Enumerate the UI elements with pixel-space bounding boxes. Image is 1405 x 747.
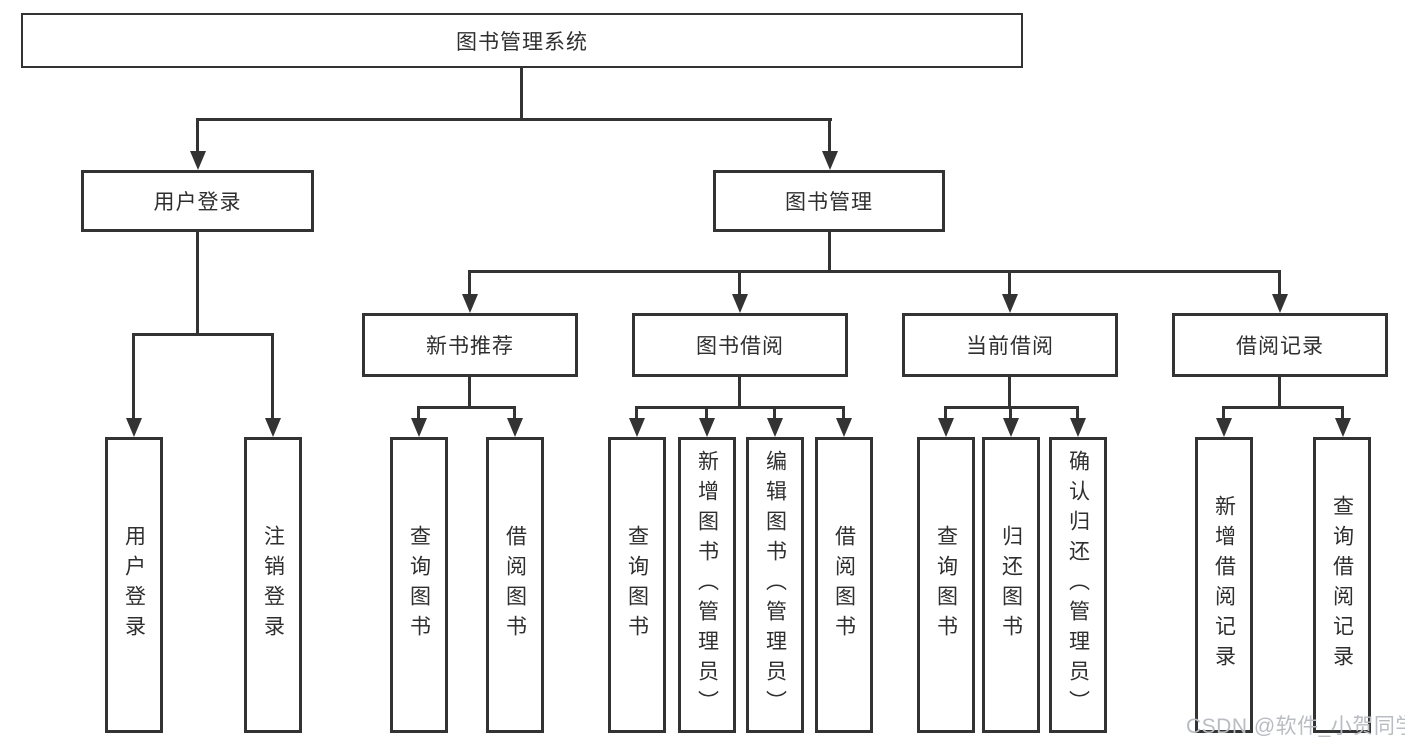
arrow-to-current-borrow [1001,272,1018,313]
edge-current-borrow-hline [944,406,1079,409]
leaf-query-borrow-record: 查询借阅记录 [1313,437,1371,733]
edge-borrow-records-hline [1222,406,1344,409]
leaf-add-borrow-record: 新增借阅记录 [1195,437,1253,733]
leaf-query-books-recommend-label: 查询图书 [407,525,431,645]
edge-user-login-hline [132,333,274,336]
node-root-label: 图书管理系统 [456,30,588,54]
arrow-to-borrow-records [1271,272,1288,313]
arrow-to-book-management [821,120,838,170]
leaf-add-books-admin: 新增图书（管理员） [678,437,736,733]
node-current-borrow: 当前借阅 [902,313,1118,377]
arrow-to-leaf-edit-books [766,408,783,437]
node-new-book-recommend: 新书推荐 [362,313,578,377]
arrow-to-new-book-recommend [461,272,478,313]
edge-new-book-recommend-hline [417,406,516,409]
edge-borrow-records-stem [1278,377,1281,408]
node-book-management: 图书管理 [713,170,945,232]
leaf-logout-label: 注销登录 [261,525,285,645]
arrow-to-leaf-query-borrow-record [1334,408,1351,437]
node-borrow-records-label: 借阅记录 [1236,335,1324,358]
edge-book-borrow-hline [635,406,845,409]
leaf-edit-books-admin-label: 编辑图书（管理员） [763,450,787,720]
leaf-query-borrow-record-label: 查询借阅记录 [1330,495,1354,675]
arrow-to-leaf-user-login [125,334,142,437]
edge-current-borrow-stem [1008,377,1011,408]
leaf-return-books-label: 归还图书 [999,525,1023,645]
leaf-user-login-label: 用户登录 [122,525,146,645]
leaf-query-books-recommend: 查询图书 [390,437,448,733]
arrow-to-leaf-logout [264,334,281,437]
node-book-borrow-label: 图书借阅 [696,335,784,358]
edge-new-book-recommend-stem [468,377,471,408]
leaf-confirm-return-admin-label: 确认归还（管理员） [1066,450,1090,720]
node-user-login-label: 用户登录 [153,191,242,214]
leaf-add-books-admin-label: 新增图书（管理员） [695,450,719,720]
leaf-return-books: 归还图书 [982,437,1040,733]
arrow-to-leaf-borrow-books-recommend [506,408,523,437]
watermark: CSDN @软件_小贺同学 [1186,715,1405,738]
arrow-to-leaf-query-books-recommend [410,408,427,437]
leaf-query-books-current: 查询图书 [917,437,975,733]
leaf-query-books-current-label: 查询图书 [934,525,958,645]
edge-book-borrow-stem [738,377,741,408]
node-book-management-label: 图书管理 [785,191,873,214]
node-borrow-records: 借阅记录 [1172,313,1388,377]
arrow-to-book-borrow [731,272,748,313]
leaf-borrow-books-borrow-label: 借阅图书 [832,525,856,645]
node-current-borrow-label: 当前借阅 [966,335,1054,358]
leaf-confirm-return-admin: 确认归还（管理员） [1049,437,1107,733]
node-book-borrow: 图书借阅 [632,313,848,377]
leaf-query-books-borrow-label: 查询图书 [625,525,649,645]
leaf-query-books-borrow: 查询图书 [608,437,666,733]
leaf-borrow-books-borrow: 借阅图书 [815,437,873,733]
leaf-user-login: 用户登录 [105,437,163,733]
edge-book-management-hline [468,270,1281,273]
arrow-to-leaf-confirm-return [1069,408,1086,437]
arrow-to-leaf-query-books-borrow [628,408,645,437]
edge-root-hline [196,118,832,121]
node-new-book-recommend-label: 新书推荐 [426,335,514,358]
arrow-to-leaf-add-borrow-record [1215,408,1232,437]
arrow-to-leaf-return-books [1002,408,1019,437]
edge-user-login-stem [196,232,199,335]
leaf-edit-books-admin: 编辑图书（管理员） [746,437,804,733]
leaf-logout: 注销登录 [244,437,302,733]
node-user-login: 用户登录 [81,170,314,232]
arrow-to-leaf-borrow-books-borrow [835,408,852,437]
edge-book-management-stem [828,232,831,273]
arrow-to-leaf-add-books [698,408,715,437]
edge-root-stem [520,68,523,121]
leaf-add-borrow-record-label: 新增借阅记录 [1212,495,1236,675]
leaf-borrow-books-recommend: 借阅图书 [486,437,544,733]
leaf-borrow-books-recommend-label: 借阅图书 [503,525,527,645]
arrow-to-leaf-query-books-current [937,408,954,437]
node-root: 图书管理系统 [21,13,1023,68]
arrow-to-user-login [189,120,206,170]
